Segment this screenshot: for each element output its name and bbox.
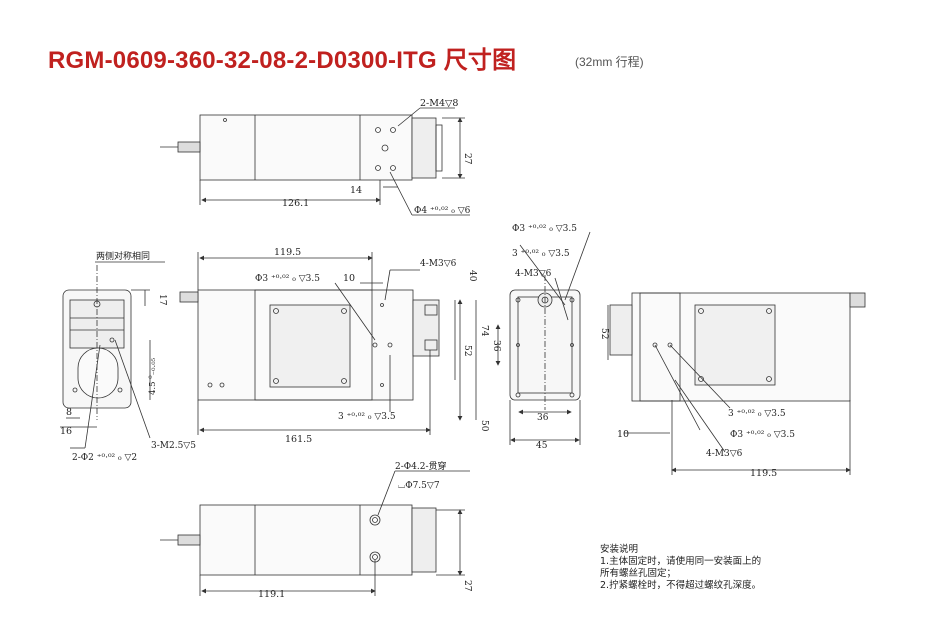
dim-end-36h: 36 [537, 413, 549, 423]
notes-line-2: 所有螺丝孔固定； [600, 568, 677, 579]
dim-front-10: 10 [343, 273, 355, 284]
top-body [199, 114, 413, 181]
dim-end-45: 45 [536, 441, 548, 451]
dim-bottom-counterbore: ⌴Φ7.5▽7 [398, 481, 440, 491]
dim-front-pin-bottom: 3 ⁺⁰·⁰² ₀ ▽3.5 [338, 412, 396, 422]
dim-front-74: 74 [479, 325, 489, 337]
install-notes: 安装说明 1.主体固定时，请使用同一安装面上的 所有螺丝孔固定； 2.拧紧螺栓时… [600, 544, 761, 592]
dim-front-m3: 4-M3▽6 [420, 259, 457, 269]
dim-back-pin2: Φ3 ⁺⁰·⁰² ₀ ▽3.5 [730, 430, 795, 440]
dim-side-16: 16 [60, 426, 72, 437]
dim-side-4-5: 4.5 ⁰₋₀.₀₅ [148, 357, 158, 395]
notes-line-1: 1.主体固定时，请使用同一安装面上的 [600, 556, 762, 567]
dim-back-pin1: 3 ⁺⁰·⁰² ₀ ▽3.5 [728, 409, 786, 419]
dim-bottom-through: 2-Φ4.2-贯穿 [395, 460, 447, 472]
dim-front-161: 161.5 [285, 434, 312, 445]
cable-gland [177, 141, 201, 153]
dim-end-36v: 36 [491, 340, 501, 352]
dim-bottom-119: 119.1 [258, 589, 285, 600]
dim-front-52: 52 [462, 345, 472, 356]
dim-front-40: 40 [467, 270, 477, 282]
dim-top-holes: 2-M4▽8 [420, 98, 458, 109]
back-view [607, 292, 866, 475]
dim-side-8: 8 [66, 407, 72, 418]
dim-bottom-27: 27 [462, 580, 472, 592]
dim-front-119: 119.5 [274, 247, 301, 258]
dim-top-27: 27 [462, 153, 472, 165]
top-view [160, 107, 470, 216]
side-note: 两侧对称相同 [96, 250, 150, 262]
dim-back-10: 10 [617, 429, 629, 440]
page-title: RGM-0609-360-32-08-2-D0300-ITG 尺寸图 [48, 47, 517, 74]
dim-top-126: 126.1 [282, 198, 309, 209]
side-view [60, 261, 165, 449]
page-subtitle: (32mm 行程) [575, 55, 644, 69]
dim-back-119: 119.5 [750, 468, 777, 479]
dim-end-m3: 4-M3▽6 [515, 269, 552, 279]
dim-top-pin: Φ4 ⁺⁰·⁰² ₀ ▽6 [414, 206, 471, 216]
end-view [495, 231, 591, 445]
dim-end-pin2: 3 ⁺⁰·⁰² ₀ ▽3.5 [512, 249, 570, 259]
notes-heading: 安装说明 [600, 544, 639, 555]
dim-top-14: 14 [350, 185, 362, 196]
bottom-view [160, 470, 470, 596]
dim-side-17: 17 [157, 294, 167, 306]
dim-front-pin: Φ3 ⁺⁰·⁰² ₀ ▽3.5 [255, 274, 320, 284]
notes-line-3: 2.拧紧螺栓时，不得超过螺纹孔深度。 [600, 580, 762, 591]
dim-back-m3: 4-M3▽6 [706, 449, 743, 459]
dim-side-pins: 2-Φ2 ⁺⁰·⁰² ₀ ▽2 [72, 453, 137, 463]
dim-end-pin1: Φ3 ⁺⁰·⁰² ₀ ▽3.5 [512, 224, 577, 234]
front-view [179, 252, 477, 435]
dim-front-50: 50 [479, 420, 489, 432]
dim-back-52: 52 [599, 328, 609, 339]
dim-side-screws: 3-M2.5▽5 [151, 441, 196, 451]
